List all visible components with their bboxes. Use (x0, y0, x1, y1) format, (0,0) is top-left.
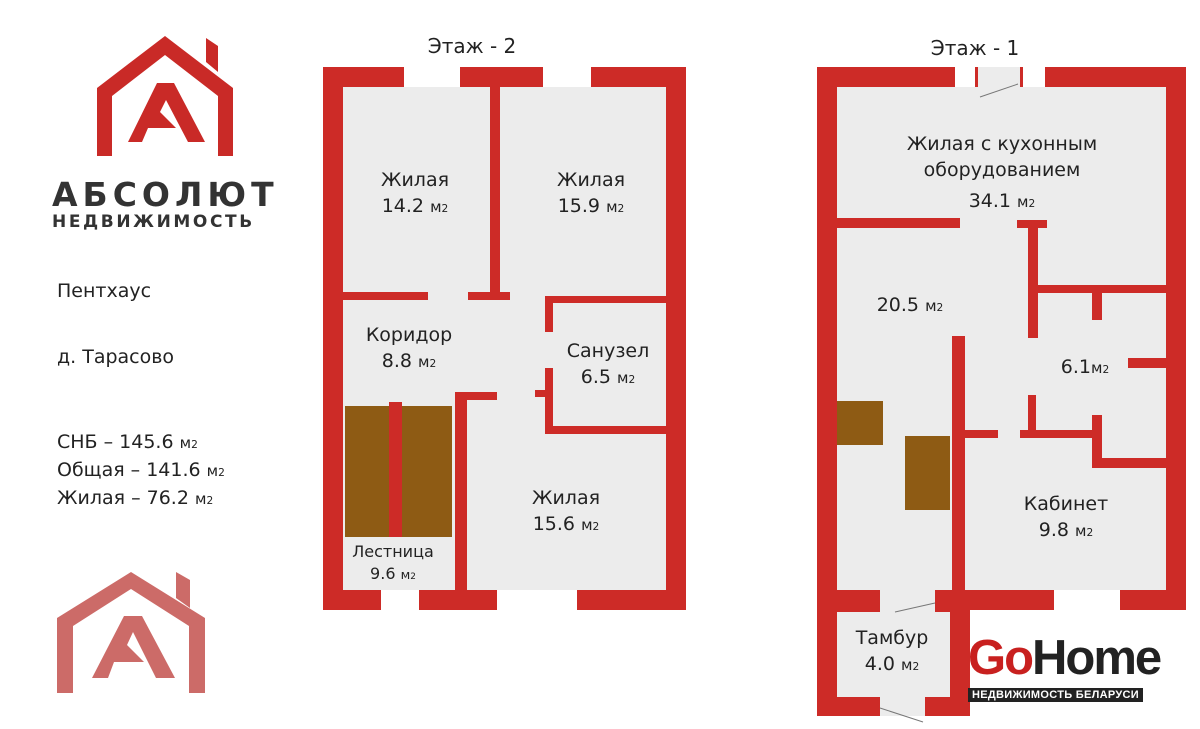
window (497, 590, 577, 610)
property-location: д. Тарасово (57, 346, 175, 368)
stat-snb: СНБ – 145.6 м2 (57, 431, 198, 453)
window (1023, 67, 1045, 87)
gohome-home: Home (1032, 631, 1162, 685)
window (381, 590, 419, 610)
window (1054, 590, 1120, 610)
brand-name: АБСОЛЮТ (52, 175, 279, 214)
stat-total: Общая – 141.6 м2 (57, 459, 225, 481)
stat-living: Жилая – 76.2 м2 (57, 487, 214, 509)
gohome-tagline: НЕДВИЖИМОСТЬ БЕЛАРУСИ (968, 688, 1143, 702)
floor-1-title: Этаж - 1 (930, 36, 1020, 60)
window (955, 67, 975, 87)
floor-2-plan (323, 67, 686, 610)
room-label: 6.1м2 (1060, 356, 1110, 378)
window (543, 67, 591, 87)
absolut-logo-icon (97, 36, 233, 156)
floor-1-plan (817, 67, 1186, 723)
window (404, 67, 460, 87)
staircase (837, 401, 883, 445)
brand-logo-text: АБСОЛЮТ НЕДВИЖИМОСТЬ (52, 175, 279, 233)
room-label: 20.5 м2 (876, 294, 944, 316)
absolut-logo-watermark-icon (57, 572, 205, 693)
gohome-go: Go (968, 631, 1034, 685)
property-type: Пентхаус (57, 280, 152, 302)
floor-2-title: Этаж - 2 (427, 34, 517, 58)
gohome-logo: GoHome НЕДВИЖИМОСТЬ БЕЛАРУСИ (968, 631, 1162, 702)
staircase (905, 436, 950, 510)
brand-subtitle: НЕДВИЖИМОСТЬ (52, 212, 255, 232)
